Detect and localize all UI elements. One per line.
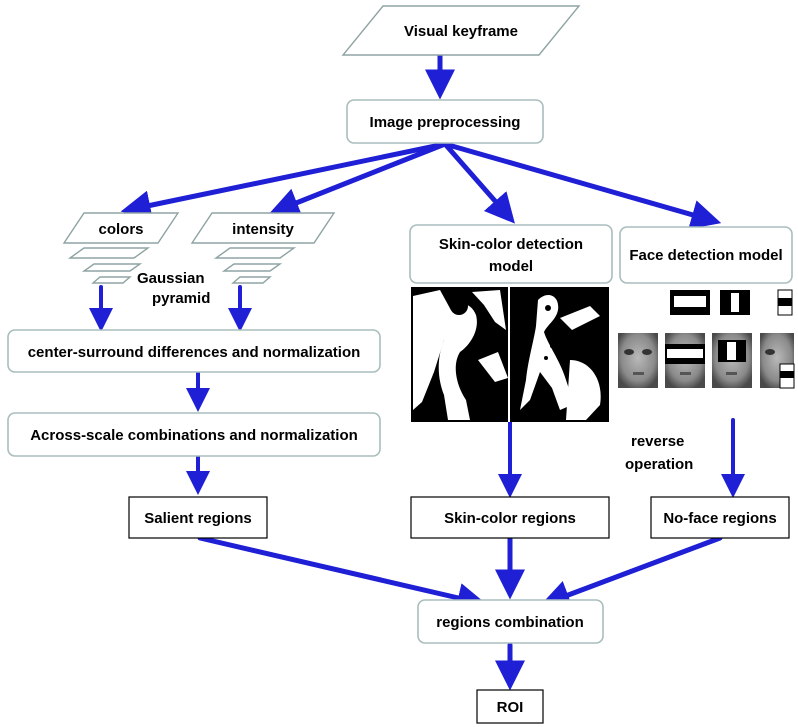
skin-regions-node: Skin-color regions xyxy=(410,496,610,539)
across-scale-node: Across-scale combinations and normalizat… xyxy=(7,412,381,457)
image-preprocessing-label: Image preprocessing xyxy=(370,114,521,131)
center-surround-node: center-surround differences and normaliz… xyxy=(7,329,381,373)
regions-combination-node: regions combination xyxy=(417,599,604,644)
haar-features xyxy=(670,289,793,316)
reverse-label: reverse xyxy=(631,433,684,450)
arrow-preprocessing-to-colors xyxy=(120,141,448,221)
skin-detection-label-1: Skin-color detection xyxy=(439,236,583,253)
intensity-label: intensity xyxy=(232,221,294,238)
face-samples xyxy=(618,333,795,389)
regions-combination-label: regions combination xyxy=(436,614,584,631)
roi-node: ROI xyxy=(476,689,544,724)
visual-keyframe-node: Visual keyframe xyxy=(341,5,581,56)
arrow-preprocessing-to-face xyxy=(442,141,722,230)
operation-label: operation xyxy=(625,456,693,473)
face-detection-node: Face detection model xyxy=(619,226,793,284)
pyramid-label: pyramid xyxy=(152,290,210,307)
colors-label: colors xyxy=(98,221,143,238)
visual-keyframe-label: Visual keyframe xyxy=(404,23,518,40)
noface-regions-node: No-face regions xyxy=(650,496,790,539)
salient-regions-node: Salient regions xyxy=(128,496,268,539)
skin-detection-label-2: model xyxy=(489,258,533,275)
noface-regions-label: No-face regions xyxy=(663,510,776,527)
arrow-preprocessing-to-intensity xyxy=(269,141,448,217)
salient-regions-label: Salient regions xyxy=(144,510,252,527)
arrow-noface-to-combination xyxy=(539,535,723,610)
across-scale-label: Across-scale combinations and normalizat… xyxy=(30,427,358,444)
arrows xyxy=(89,52,745,691)
roi-label: ROI xyxy=(497,699,524,716)
face-detection-label: Face detection model xyxy=(629,247,782,264)
intensity-pyramid: intensity xyxy=(190,212,336,284)
image-preprocessing-node: Image preprocessing xyxy=(346,99,544,144)
skin-regions-label: Skin-color regions xyxy=(444,510,576,527)
arrow-preprocessing-to-skin xyxy=(442,141,515,224)
skin-mask-image xyxy=(411,287,609,422)
colors-pyramid: colors xyxy=(62,212,180,284)
skin-detection-node: Skin-color detection model xyxy=(409,224,613,284)
arrow-salient-to-combination xyxy=(197,535,488,613)
center-surround-label: center-surround differences and normaliz… xyxy=(28,344,361,361)
gaussian-label: Gaussian xyxy=(137,270,205,287)
